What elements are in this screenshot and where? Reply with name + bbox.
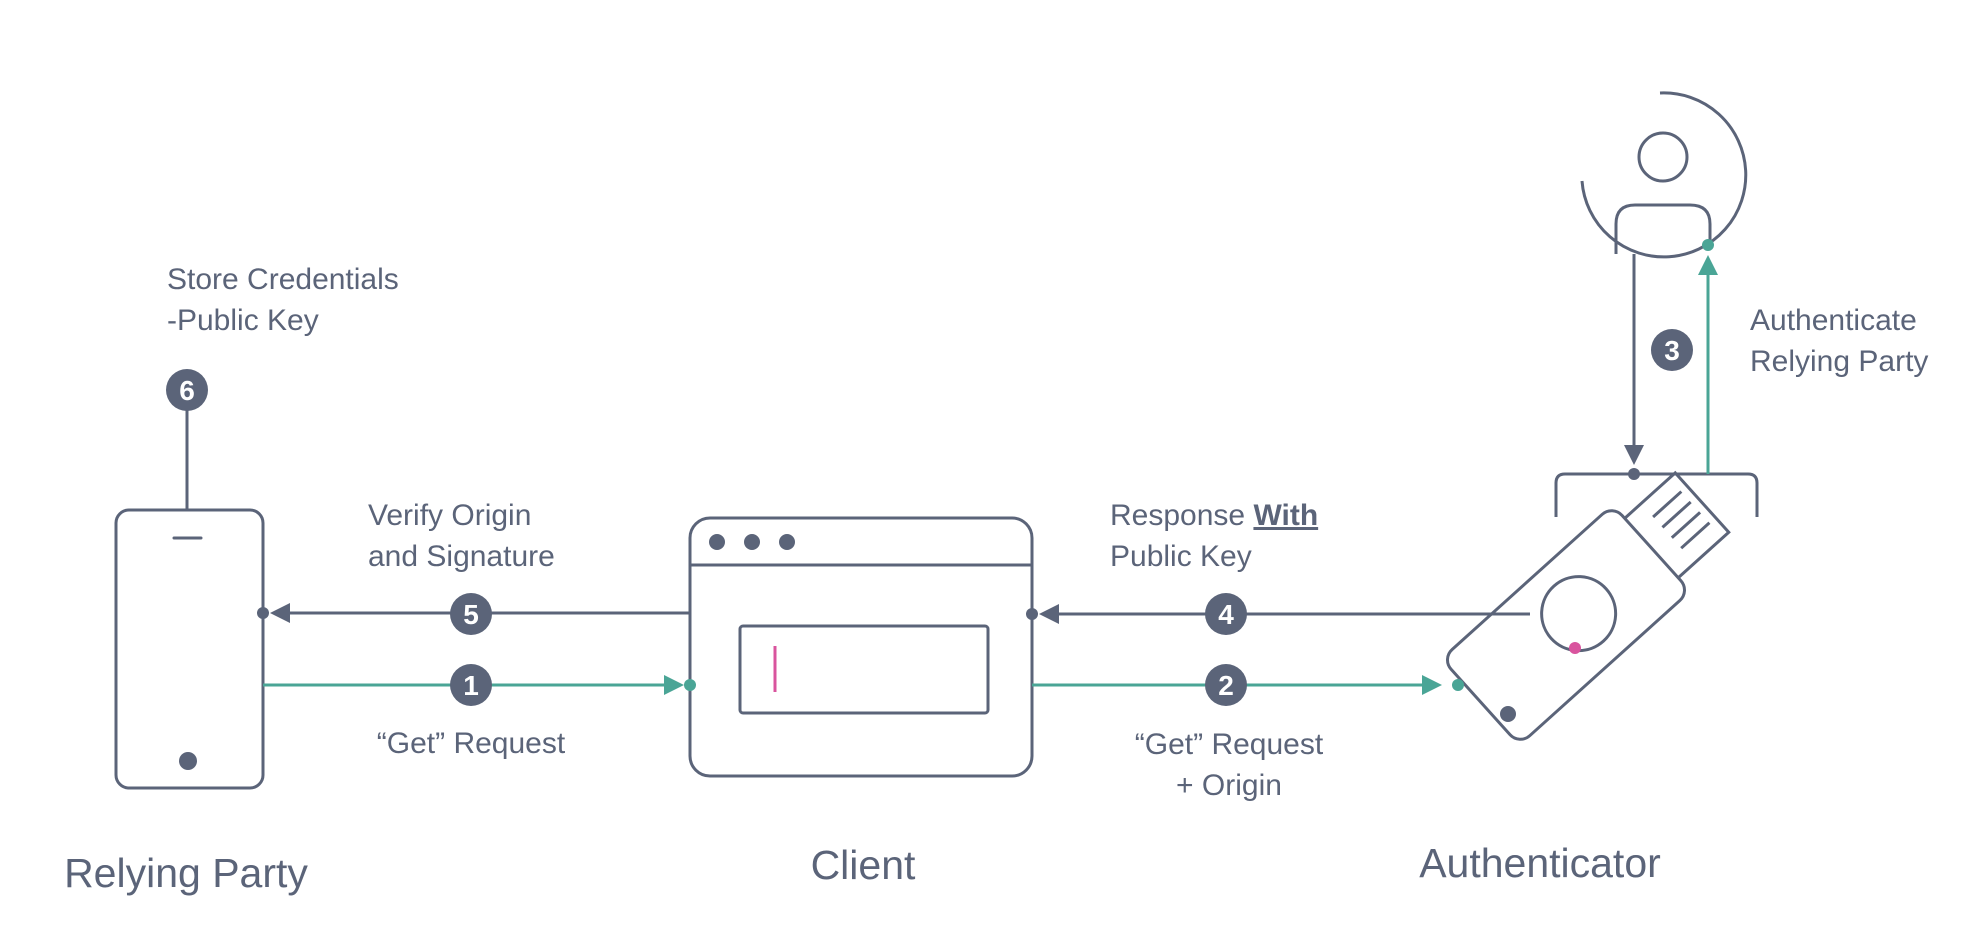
step-4-label-prefix: Response bbox=[1110, 499, 1253, 532]
step-1-label: “Get” Request bbox=[377, 727, 566, 760]
step-4-label-emphasis: With bbox=[1253, 499, 1318, 532]
svg-text:3: 3 bbox=[1664, 335, 1680, 366]
relying-party-label: Relying Party bbox=[64, 850, 308, 896]
authenticator-label: Authenticator bbox=[1419, 840, 1661, 886]
svg-text:4: 4 bbox=[1218, 599, 1234, 630]
arrow-step-2 bbox=[1032, 675, 1464, 695]
usb-security-key-icon bbox=[1446, 470, 1731, 741]
svg-text:5: 5 bbox=[463, 599, 479, 630]
arrow-step-3-up bbox=[1698, 239, 1718, 474]
step-2-label-line-1: “Get” Request bbox=[1135, 728, 1324, 761]
svg-text:6: 6 bbox=[179, 375, 195, 406]
step-5-label-line-2: and Signature bbox=[368, 540, 555, 573]
client-label: Client bbox=[811, 842, 916, 888]
step-4-label-line-2: Public Key bbox=[1110, 540, 1252, 573]
step-3-label-line-1: Authenticate bbox=[1750, 304, 1917, 337]
step-6-label-line-1: Store Credentials bbox=[167, 263, 399, 296]
user-icon bbox=[1580, 91, 1748, 259]
step-badge-3: 3 bbox=[1651, 329, 1693, 371]
authenticator-bracket bbox=[1554, 472, 1759, 517]
svg-text:2: 2 bbox=[1218, 670, 1234, 701]
step-3-label-line-2: Relying Party bbox=[1750, 345, 1928, 378]
step-2-label-line-2: + Origin bbox=[1176, 769, 1282, 802]
arrow-step-4 bbox=[1026, 604, 1530, 624]
browser-window-icon bbox=[688, 516, 1034, 778]
step-6-label-line-2: -Public Key bbox=[167, 304, 319, 337]
step-badge-4: 4 bbox=[1205, 593, 1247, 635]
step-badge-6: 6 bbox=[166, 369, 208, 411]
step-badge-2: 2 bbox=[1205, 664, 1247, 706]
step-5-label-line-1: Verify Origin bbox=[368, 499, 531, 532]
svg-text:1: 1 bbox=[463, 670, 479, 701]
step-4-label-line-1: Response With bbox=[1110, 499, 1318, 532]
phone-icon bbox=[114, 508, 265, 790]
step-badge-1: 1 bbox=[450, 664, 492, 706]
key-indicator-light bbox=[1569, 642, 1581, 654]
arrow-step-3-down bbox=[1624, 254, 1644, 480]
step-badge-5: 5 bbox=[450, 593, 492, 635]
key-status-dot bbox=[1500, 706, 1516, 722]
